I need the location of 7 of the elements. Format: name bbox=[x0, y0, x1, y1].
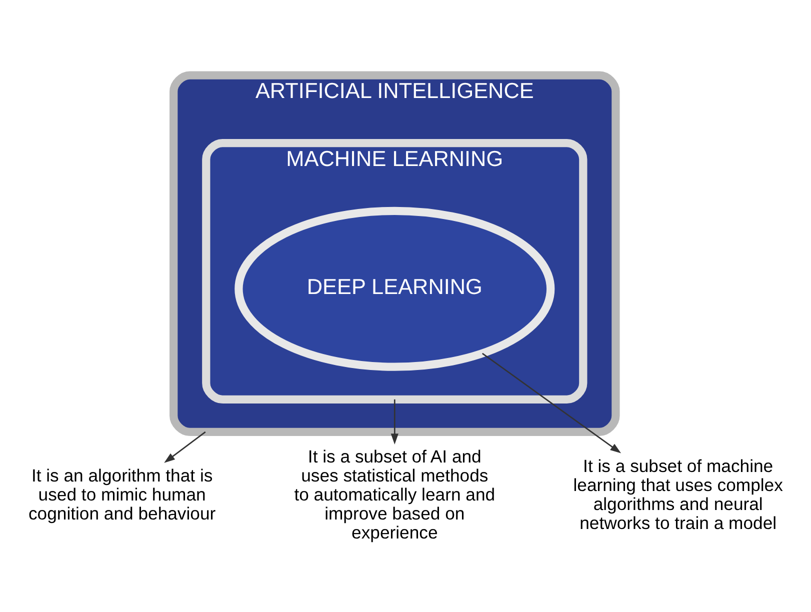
node-text: It is a subset of machine learning that uses complex algorithms and neural networks to train a model bbox=[573, 455, 783, 532]
arrow bbox=[482, 352, 622, 453]
node-ellipse: DEEP LEARNING bbox=[234, 206, 555, 370]
arrow bbox=[390, 398, 398, 444]
node-text: It is a subset of AI and uses statistical methods to automatically learn and improve based on experience bbox=[294, 446, 496, 542]
arrow bbox=[164, 430, 206, 462]
node-text: It is an algorithm that is used to mimic human cognition and behaviour bbox=[28, 464, 216, 523]
